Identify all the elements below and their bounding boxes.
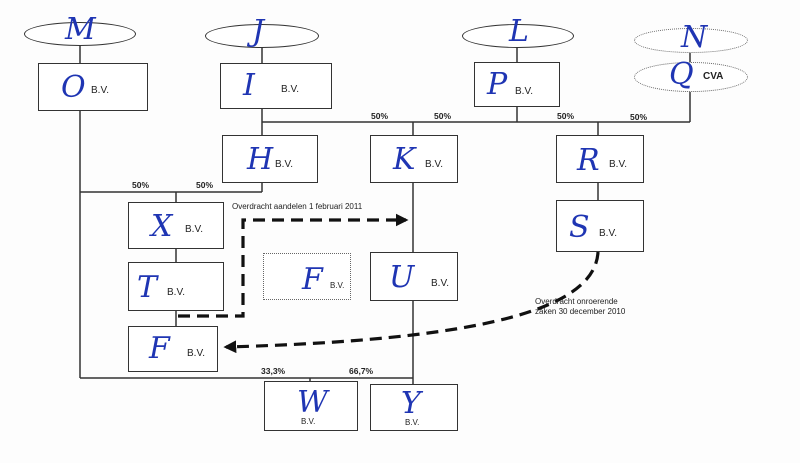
property-transfer-label: Overdracht onroerende zaken 30 december …: [535, 297, 625, 317]
node-r-letter: R: [577, 143, 600, 178]
node-x-suffix: B.V.: [185, 224, 203, 235]
node-w-letter: W: [297, 385, 328, 420]
node-y-suffix: B.V.: [405, 418, 420, 427]
shareholder-l-ellipse: L: [462, 17, 574, 48]
property-transfer-label-line1: Overdracht onroerende: [535, 297, 618, 306]
node-q-letter: Q: [669, 57, 694, 92]
node-t-letter: T: [137, 270, 158, 305]
property-transfer-arrow: [223, 251, 600, 354]
node-p-suffix: B.V.: [515, 86, 533, 97]
node-k-suffix: B.V.: [425, 159, 443, 170]
pct-p-to-r: 50%: [557, 111, 575, 121]
node-t-suffix: B.V.: [167, 287, 185, 298]
node-m-letter: M: [65, 12, 96, 47]
pct-p-to-k: 50%: [434, 111, 452, 121]
shareholder-m-ellipse: M: [24, 15, 136, 46]
node-w-box: W B.V.: [264, 381, 358, 431]
node-h-box: H B.V.: [222, 135, 318, 183]
node-t-box: T B.V.: [128, 262, 224, 311]
node-h-suffix: B.V.: [275, 159, 293, 170]
node-f-former-letter: F: [302, 262, 323, 297]
node-i-box: I B.V.: [220, 63, 332, 109]
node-f-suffix: B.V.: [187, 348, 205, 359]
node-o-suffix: B.V.: [91, 85, 109, 96]
node-q-ellipse: Q CVA: [634, 57, 748, 92]
node-y-letter: Y: [401, 386, 421, 421]
pct-i-to-k: 50%: [371, 111, 389, 121]
node-o-letter: O: [61, 70, 86, 105]
property-transfer-label-line2: zaken 30 december 2010: [535, 307, 626, 316]
node-j-letter: J: [252, 14, 265, 49]
node-f-letter: F: [149, 331, 170, 366]
node-s-suffix: B.V.: [599, 228, 617, 239]
node-q-suffix: CVA: [703, 71, 724, 82]
pct-h-to-x: 50%: [196, 180, 214, 190]
node-k-box: K B.V.: [370, 135, 458, 183]
node-u-suffix: B.V.: [431, 278, 449, 289]
node-p-box: P B.V.: [474, 62, 560, 107]
node-s-letter: S: [569, 210, 590, 245]
node-r-suffix: B.V.: [609, 159, 627, 170]
node-i-suffix: B.V.: [281, 84, 299, 95]
node-x-letter: X: [151, 209, 173, 244]
node-h-letter: H: [247, 142, 274, 177]
pct-q-to-r: 50%: [630, 112, 648, 122]
shareholder-n-ellipse: N: [634, 23, 748, 53]
node-f-box: F B.V.: [128, 326, 218, 372]
node-f-former-suffix: B.V.: [330, 281, 345, 290]
node-s-box: S B.V.: [556, 200, 644, 252]
node-x-box: X B.V.: [128, 202, 224, 249]
node-p-letter: P: [487, 67, 508, 102]
node-l-letter: L: [509, 14, 529, 49]
node-w-suffix: B.V.: [301, 417, 316, 426]
pct-u-to-y: 66,7%: [349, 366, 374, 376]
node-i-letter: I: [243, 68, 255, 103]
node-r-box: R B.V.: [556, 135, 644, 183]
node-y-box: Y B.V.: [370, 384, 458, 431]
node-k-letter: K: [393, 142, 416, 177]
shareholder-j-ellipse: J: [205, 17, 319, 48]
share-transfer-label: Overdracht aandelen 1 februari 2011: [232, 202, 363, 211]
node-o-box: O B.V.: [38, 63, 148, 111]
pct-o-to-x: 50%: [132, 180, 150, 190]
node-f-former-box: F B.V.: [263, 253, 351, 300]
node-u-letter: U: [389, 260, 415, 295]
node-u-box: U B.V.: [370, 252, 458, 301]
pct-f-to-y: 33,3%: [261, 366, 286, 376]
node-n-letter: N: [681, 20, 708, 55]
